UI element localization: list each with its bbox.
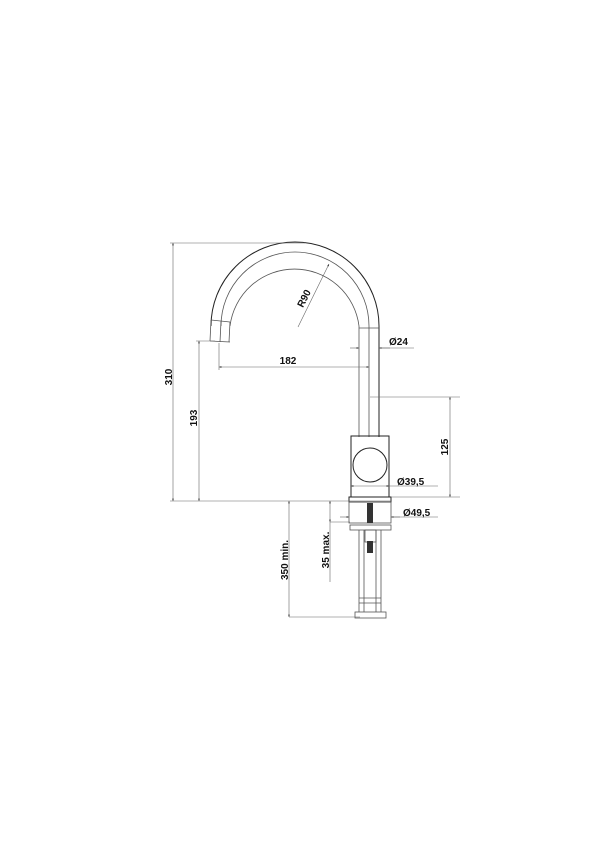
dimension-labels: 310 193 182 R90 Ø24 125 Ø39,5 Ø49,5 350 …: [164, 288, 451, 580]
label-hose-length: 350 min.: [280, 540, 291, 580]
hose-nuts: [354, 611, 387, 619]
label-base-diameter: Ø49,5: [403, 508, 431, 519]
label-tube-diameter: Ø24: [389, 337, 408, 348]
threaded-rod: [367, 503, 373, 523]
label-lever-height: 125: [440, 438, 451, 455]
faucet-outline: [209, 241, 392, 619]
label-spout-reach: 182: [280, 356, 297, 367]
washer: [349, 524, 392, 531]
label-bend-radius: R90: [296, 288, 314, 310]
dimension-lines: [170, 242, 460, 618]
label-body-diameter: Ø39,5: [397, 477, 425, 488]
label-spout-height: 193: [189, 409, 200, 426]
label-worktop-thickness: 35 max.: [321, 531, 332, 568]
body: [350, 435, 390, 498]
label-total-height: 310: [164, 368, 175, 385]
lever-knob: [352, 447, 388, 483]
